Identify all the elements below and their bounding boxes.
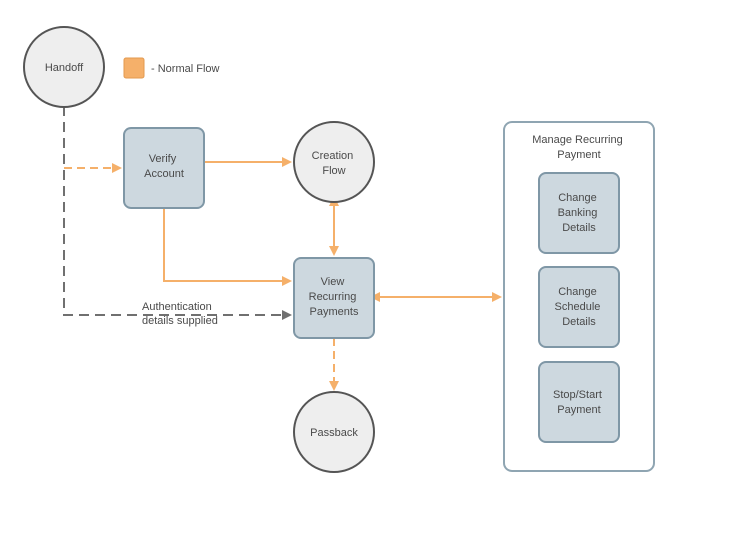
creation-flow-label-1: Creation: [312, 150, 354, 162]
svg-text:Verify Account: Verify Account: [144, 153, 184, 180]
view-recurring-payments-node[interactable]: View Recurring Payments: [293, 257, 375, 339]
change-banking-details-node[interactable]: Change Banking Details: [538, 172, 620, 254]
handoff-label: Handoff: [45, 62, 84, 74]
change-schedule-label-1: Change: [558, 286, 597, 298]
view-recurring-label-3: Payments: [310, 306, 359, 318]
verify-account-label-2: Account: [144, 168, 184, 180]
auth-label: Authentication details supplied: [142, 301, 218, 327]
stop-start-payment-node[interactable]: Stop/Start Payment: [538, 361, 620, 443]
creation-flow-label-2: Flow: [322, 165, 345, 177]
change-banking-label-3: Details: [562, 222, 596, 234]
creation-flow-node[interactable]: Creation Flow: [293, 121, 375, 203]
verify-to-view-arrow: [163, 208, 292, 286]
change-schedule-details-node[interactable]: Change Schedule Details: [538, 266, 620, 348]
legend-label: - Normal Flow: [151, 63, 220, 75]
svg-text:Change Banking: Change Banking Details: [558, 192, 601, 234]
svg-text:Manage Recurring Payment: Manage Recurring Payment: [532, 134, 626, 161]
view-recurring-label-1: View: [321, 276, 345, 288]
auth-label-line-2: details supplied: [142, 315, 218, 327]
manage-group-title-2: Payment: [557, 149, 600, 161]
manage-group-title-1: Manage Recurring: [532, 134, 623, 146]
legend-swatch: [123, 57, 145, 79]
change-banking-label-1: Change: [558, 192, 597, 204]
change-schedule-label-3: Details: [562, 316, 596, 328]
svg-text:Stop/Start Payment: Stop/Start Payment: [553, 389, 605, 416]
passback-label: Passback: [310, 427, 358, 439]
view-recurring-label-2: Recurring: [309, 291, 357, 303]
svg-text:Creation Flow: Creation Flow: [312, 150, 357, 177]
handoff-node[interactable]: Handoff: [23, 26, 105, 108]
change-banking-label-2: Banking: [558, 207, 598, 219]
handoff-to-auth-line: [63, 106, 292, 320]
stop-start-label-1: Stop/Start: [553, 389, 602, 401]
svg-text:Handoff: Handoff: [45, 62, 84, 74]
svg-text:Passback: Passback: [310, 427, 358, 439]
change-schedule-label-2: Schedule: [555, 301, 601, 313]
passback-node[interactable]: Passback: [293, 391, 375, 473]
stop-start-label-2: Payment: [557, 404, 600, 416]
svg-text:Change Schedule: Change Schedule Details: [555, 286, 604, 328]
verify-account-label-1: Verify: [149, 153, 177, 165]
verify-account-node[interactable]: Verify Account: [123, 127, 205, 209]
auth-label-line-1: Authentication: [142, 301, 212, 313]
manage-recurring-payment-group: Manage Recurring Payment Change Banking …: [503, 121, 655, 472]
svg-text:View Recurring Pay: View Recurring Payments: [309, 276, 360, 318]
